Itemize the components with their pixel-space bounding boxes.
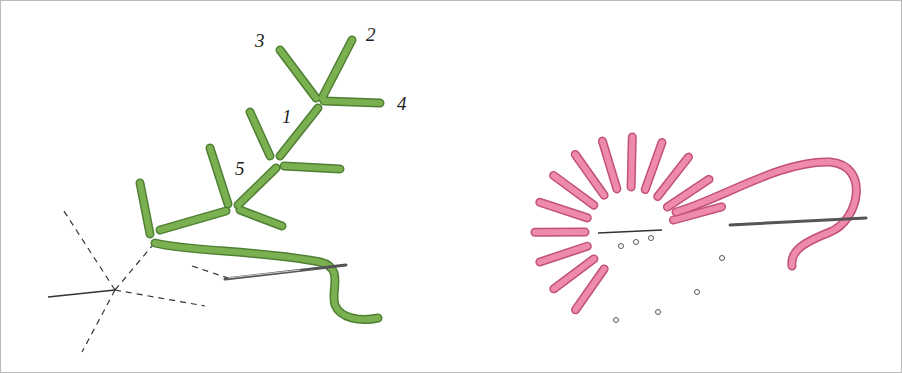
stitch	[576, 269, 605, 310]
fly-stitches	[140, 40, 380, 319]
stitch	[602, 141, 617, 189]
stitch	[540, 246, 587, 262]
stitch	[631, 137, 632, 187]
stitch	[658, 157, 689, 196]
stitch	[575, 154, 604, 195]
stitch	[645, 143, 662, 190]
stitch	[554, 259, 594, 289]
stitch	[645, 143, 662, 190]
stitch	[658, 157, 689, 196]
callout-number: 2	[366, 25, 376, 44]
stitch	[631, 137, 632, 187]
needle-shine	[228, 270, 300, 278]
stitch	[535, 229, 585, 235]
stitch	[535, 228, 585, 237]
needle	[225, 265, 346, 279]
thread-line	[598, 230, 662, 233]
stitch	[602, 141, 617, 189]
stitch	[554, 176, 594, 206]
stitch	[540, 202, 588, 218]
stitch	[540, 246, 587, 262]
needle	[730, 218, 866, 225]
stitch	[554, 176, 594, 206]
callout-number: 3	[255, 31, 265, 50]
callout-number: 5	[235, 159, 245, 178]
stitch	[540, 202, 588, 218]
callout-number: 1	[282, 107, 292, 126]
thread-line	[48, 290, 115, 297]
stitch	[554, 259, 594, 289]
pink-thread	[676, 162, 856, 266]
callout-number: 4	[397, 94, 407, 113]
radial-stitches	[535, 137, 722, 310]
holes	[614, 236, 725, 323]
stitch	[576, 269, 605, 310]
stitch	[575, 154, 604, 195]
